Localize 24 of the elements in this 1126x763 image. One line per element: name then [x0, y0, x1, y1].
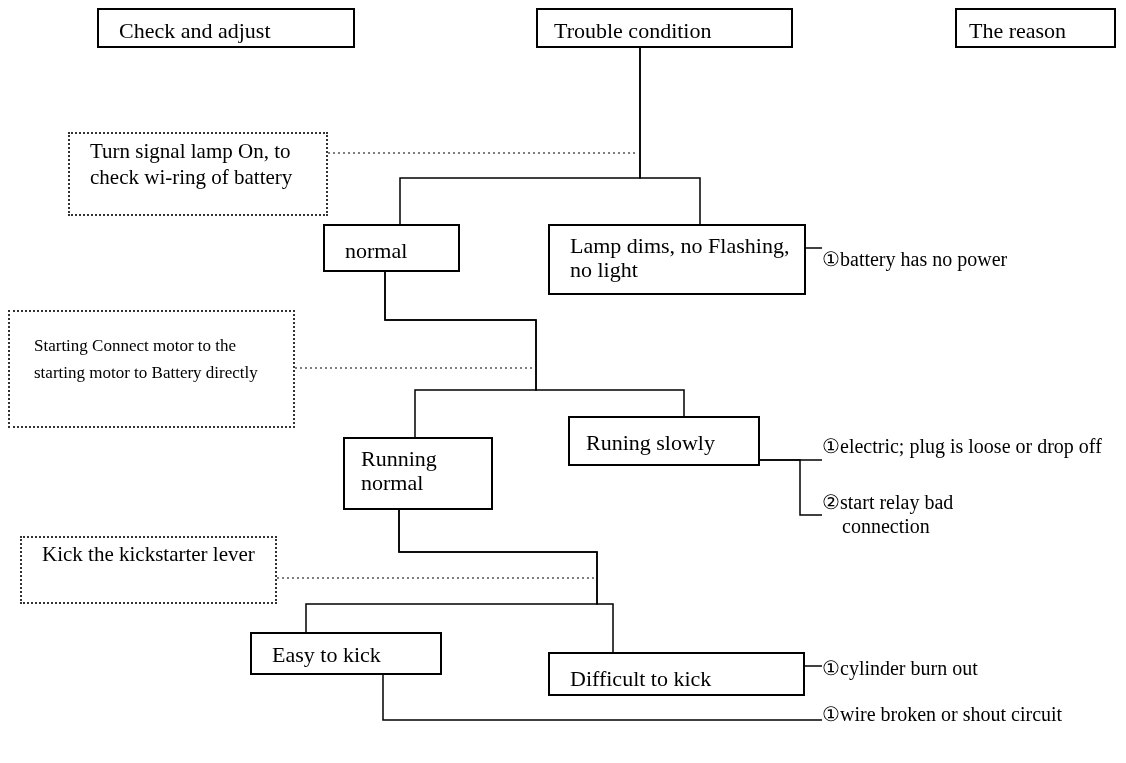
step-box: normal [323, 224, 460, 272]
reason-text: ①battery has no power [822, 244, 1062, 274]
reason-text: ②start relay bad connection [822, 490, 1022, 540]
connector-line [398, 509, 614, 653]
step-box: Lamp dims, no Flashing, no light [548, 224, 806, 295]
connector-line [384, 271, 685, 417]
step-box: Difficult to kick [548, 652, 805, 696]
check-note-box: Turn signal lamp On, to check wi-ring of battery [68, 132, 328, 216]
reason-text: ①electric; plug is loose or drop off [822, 434, 1112, 484]
step-box: Check and adjust [97, 8, 355, 48]
reason-text: ①cylinder burn out [822, 653, 1062, 683]
connector-line [382, 674, 823, 721]
connector-line [639, 47, 701, 225]
step-box: Runing slowly [568, 416, 760, 466]
connector-line [759, 459, 823, 516]
check-note-box: Starting Connect motor to the starting motor to Battery directly [8, 310, 295, 428]
step-box: The reason [955, 8, 1116, 48]
connector-line [805, 247, 823, 249]
step-box: Easy to kick [250, 632, 442, 675]
step-box: Trouble condition [536, 8, 793, 48]
check-note-box: Kick the kickstarter lever [20, 536, 277, 604]
step-box: Running normal [343, 437, 493, 510]
reason-text: ①wire broken or shout circuit [822, 702, 1112, 756]
connector-line [804, 665, 823, 667]
